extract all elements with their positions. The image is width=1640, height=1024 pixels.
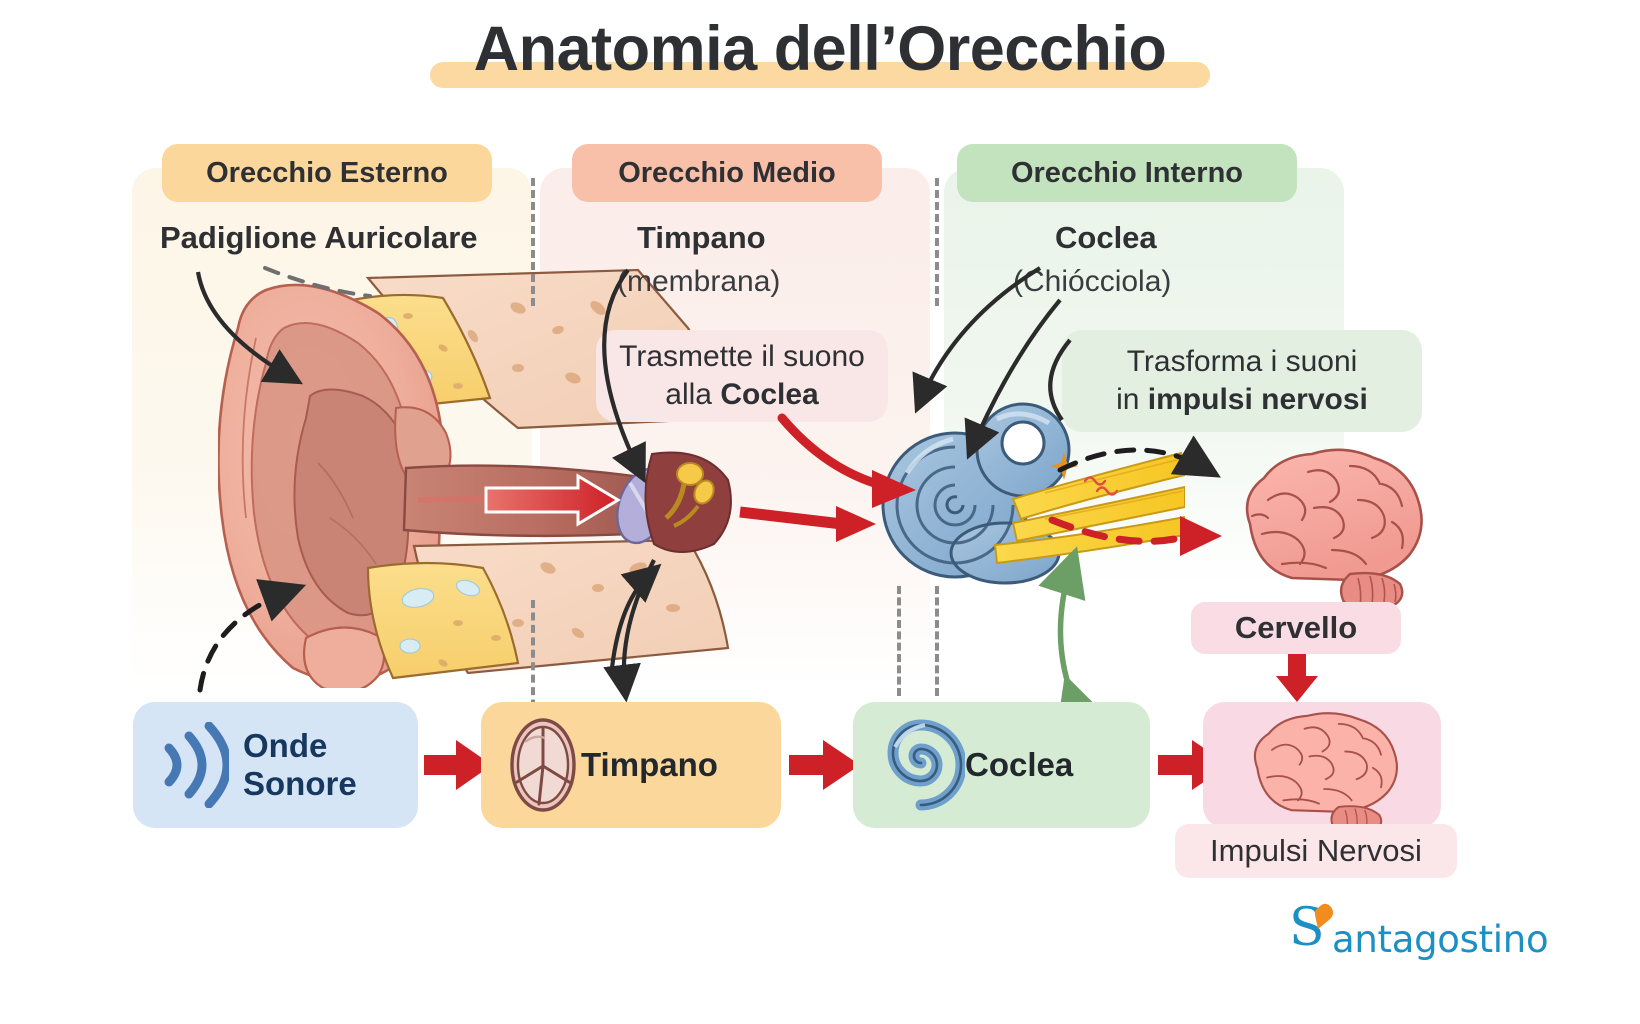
section-divider-2-lower-a	[897, 586, 901, 696]
label-nerve-impulses: Impulsi Nervosi	[1175, 824, 1457, 878]
label-cochlea-sub: (Chiócciola)	[1013, 265, 1172, 298]
label-cochlea: Coclea	[1055, 220, 1157, 255]
label-eardrum-sub: (membrana)	[617, 265, 781, 298]
title-underline	[430, 62, 1210, 88]
label-brain: Cervello	[1191, 602, 1401, 654]
callout-line-2: in impulsi nervosi	[1116, 383, 1368, 416]
flow-step-eardrum[interactable]: Timpano	[481, 702, 781, 828]
logo-wordmark: antagostino	[1332, 918, 1549, 961]
section-divider-1-lower	[531, 600, 535, 720]
callout-cochlea-function: Trasforma i suoni in impulsi nervosi	[1062, 330, 1422, 432]
page-title: Anatomia dell’Orecchio	[0, 18, 1640, 81]
section-pill-inner-ear: Orecchio Interno	[957, 144, 1297, 202]
section-pill-outer-ear: Orecchio Esterno	[162, 144, 492, 202]
logo-mark-icon: S	[1290, 900, 1334, 952]
arrow-cervello-down	[1276, 654, 1318, 702]
brain-icon	[1253, 712, 1398, 824]
flow-arrow-2	[789, 740, 860, 790]
callout-line-2: alla Coclea	[665, 378, 819, 411]
flow-step-sound-waves[interactable]: Onde Sonore	[133, 702, 418, 828]
sound-waves-icon	[164, 722, 229, 808]
santagostino-logo[interactable]: S antagostino	[1290, 900, 1549, 961]
page-title-text: Anatomia dell’Orecchio	[473, 14, 1167, 84]
flow-step-brain[interactable]	[1203, 702, 1441, 828]
label-pinna: Padiglione Auricolare	[160, 220, 478, 255]
label-eardrum: Timpano	[637, 220, 766, 255]
callout-line-1: Trasmette il suono	[619, 340, 865, 374]
callout-eardrum-function: Trasmette il suono alla Coclea	[596, 330, 888, 422]
cochlea-spiral-icon	[887, 719, 965, 811]
section-divider-1	[531, 178, 535, 306]
flow-label-eardrum: Timpano	[581, 746, 718, 783]
ossicles-art	[664, 462, 715, 528]
callout-line-1: Trasforma i suoni	[1126, 345, 1358, 379]
brain-illustration	[1245, 448, 1423, 612]
section-divider-2	[935, 178, 939, 306]
section-pill-middle-ear: Orecchio Medio	[572, 144, 882, 202]
flow-step-cochlea[interactable]: Coclea	[853, 702, 1150, 828]
sound-direction-arrow	[484, 473, 621, 527]
flow-label-sound-waves: Onde Sonore	[243, 726, 357, 802]
flow-label-cochlea: Coclea	[965, 746, 1074, 783]
section-divider-2-lower-b	[935, 586, 939, 696]
eardrum-icon	[510, 718, 576, 812]
